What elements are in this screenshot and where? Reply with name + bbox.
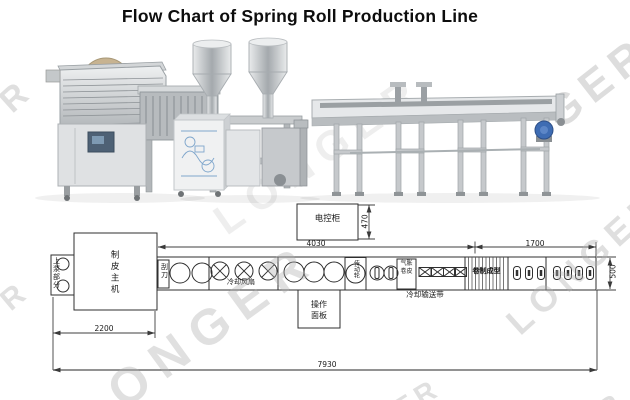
machine-photo-illustration — [35, 37, 600, 203]
cooling-fans-label: 冷却风扇 — [227, 278, 255, 286]
blueprint-sketch — [181, 130, 217, 177]
flow-diagram — [50, 203, 597, 329]
forming-unit — [225, 119, 309, 187]
rolling-forming-box — [464, 256, 509, 291]
spring-roll-slots — [515, 270, 592, 276]
scraper-label: 刮刀 — [160, 263, 169, 279]
dimension-500: 500 — [608, 264, 618, 279]
spool-roller-icon — [418, 267, 467, 277]
drive-motor — [534, 120, 554, 142]
electric-cabinet-box — [296, 203, 359, 241]
roller-icon — [169, 261, 345, 284]
roll-box-label-line2: 卷皮 — [400, 268, 413, 275]
dimension-7930: 7930 — [317, 360, 337, 369]
drive-wheel-label: 传动轮 — [352, 260, 360, 278]
sheet-machine-label: 制皮主机 — [109, 250, 120, 296]
filling-hopper — [192, 39, 232, 119]
operation-panel-label-line1: 操作 — [311, 300, 327, 309]
filling-hopper — [248, 37, 288, 119]
spring-roll-icon — [513, 266, 594, 280]
cooling-fan-icon — [210, 261, 278, 281]
rolling-forming-label: 卷制成型 — [472, 267, 501, 275]
roll-box-label-line1: 气胀 — [400, 260, 413, 267]
conveyor-feet — [332, 192, 551, 196]
belt-bracket — [390, 82, 432, 102]
batter-section-label: 上浆部分 — [52, 257, 61, 289]
slotted-wheel-icon — [369, 265, 399, 281]
dimension-4030: 4030 — [306, 239, 326, 248]
drive-wheel-box — [344, 257, 367, 291]
dimension-470: 470 — [360, 214, 370, 229]
conveyor-legs — [333, 117, 550, 193]
page-title: Flow Chart of Spring Roll Production Lin… — [121, 6, 479, 26]
dimension-2200: 2200 — [94, 324, 114, 333]
operation-panel-label-line2: 面板 — [311, 311, 327, 320]
electric-cabinet-label: 电控柜 — [314, 214, 341, 224]
dimension-lines — [52, 204, 616, 371]
dimension-1700: 1700 — [525, 239, 545, 248]
cooling-conveyor-label: 冷却输送带 — [406, 290, 444, 299]
drive-wheel-icon — [345, 263, 366, 284]
dimension-arrows — [53, 205, 613, 373]
baking-hood — [45, 61, 167, 127]
scraper-box — [157, 259, 170, 289]
control-cabinet — [173, 113, 231, 197]
machine-body — [57, 123, 147, 201]
conveyor — [311, 82, 565, 196]
roll-forming-box — [396, 258, 417, 290]
conveyor-strip — [156, 256, 597, 291]
